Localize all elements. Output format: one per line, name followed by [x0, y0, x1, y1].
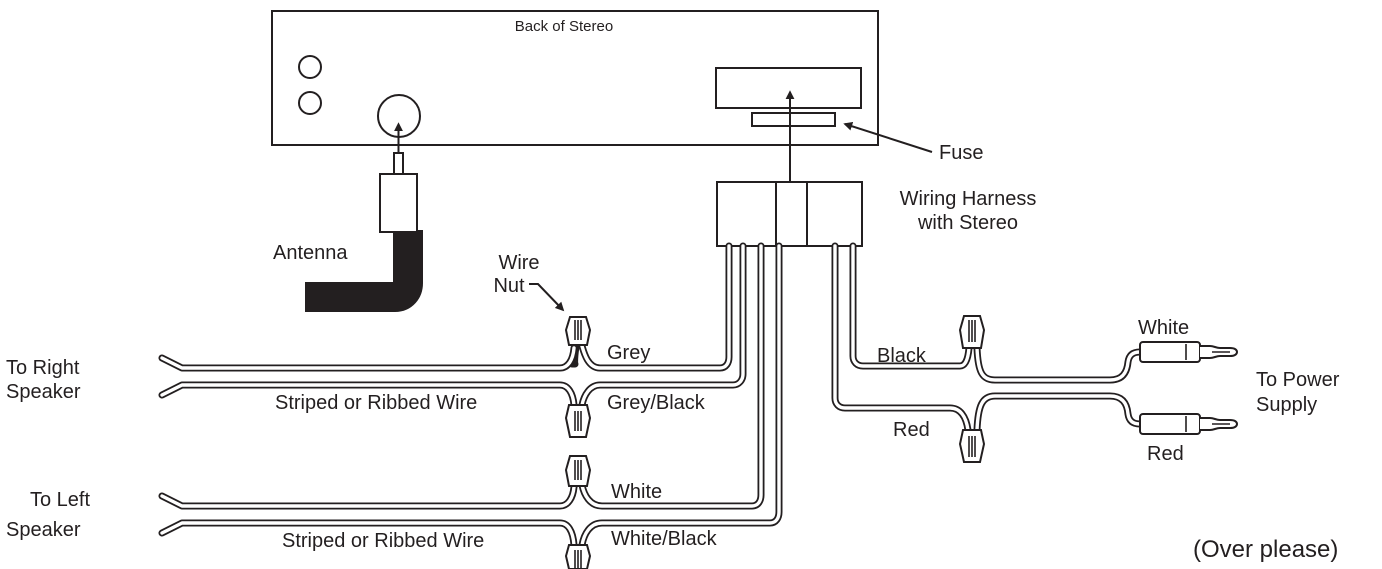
wire-red-power — [831, 242, 1144, 434]
antenna-plug — [305, 122, 423, 312]
fuse-label: Fuse — [939, 142, 983, 164]
wire-nut-grey — [564, 316, 592, 346]
harness-socket — [715, 67, 862, 109]
right-speaker-label-line1: To Right — [6, 357, 80, 379]
left-speaker-label-line1: To Left — [30, 489, 90, 511]
wire-nut-black — [958, 315, 986, 349]
wire-nut-label-line2: Nut — [493, 275, 525, 297]
back-of-stereo-label: Back of Stereo — [515, 18, 613, 35]
wire-nut-grey-black — [564, 404, 592, 438]
red-wire-label: Red — [893, 419, 930, 441]
harness-label-line1: Wiring Harness — [900, 188, 1037, 210]
white-black-wire-label: White/Black — [611, 528, 718, 550]
power-red-label: Red — [1147, 443, 1184, 465]
right-speaker-wires — [158, 344, 578, 409]
power-supply-label-line1: To Power — [1256, 369, 1340, 391]
over-please-label: (Over please) — [1193, 536, 1338, 563]
black-wire-label: Black — [877, 345, 927, 367]
left-speaker-wires — [158, 483, 578, 549]
stereo-back-panel — [271, 10, 879, 146]
fuse — [751, 112, 836, 127]
wire-grey — [568, 242, 733, 372]
power-white-label: White — [1138, 317, 1189, 339]
wire-nut-white — [564, 455, 592, 487]
striped-wire-right-label: Striped or Ribbed Wire — [275, 392, 477, 414]
wire-grey-black — [578, 242, 747, 409]
white-wire-label: White — [611, 481, 662, 503]
right-speaker-label-line2: Speaker — [6, 381, 81, 403]
antenna-label: Antenna — [273, 242, 348, 264]
wire-black-power — [849, 242, 1144, 384]
grey-black-wire-label: Grey/Black — [607, 392, 706, 414]
grey-wire-label: Grey — [607, 342, 650, 364]
power-connector-red — [1139, 413, 1239, 435]
striped-wire-left-label: Striped or Ribbed Wire — [282, 530, 484, 552]
wire-white-black — [578, 242, 783, 549]
wire-nut-white-black — [564, 544, 592, 569]
harness-label-line2: with Stereo — [917, 212, 1018, 234]
wiring-harness — [716, 90, 863, 247]
wire-nut-label-line1: Wire — [498, 252, 539, 274]
panel-jack-bottom — [298, 91, 322, 115]
power-connector-white — [1139, 341, 1239, 363]
power-supply-label-line2: Supply — [1256, 394, 1317, 416]
wire-nut-pointer — [529, 283, 565, 312]
fuse-pointer — [843, 121, 933, 153]
wire-nut-red — [958, 429, 986, 463]
wire-white — [578, 242, 765, 510]
left-speaker-label-line2: Speaker — [6, 519, 81, 541]
panel-jack-top — [298, 55, 322, 79]
